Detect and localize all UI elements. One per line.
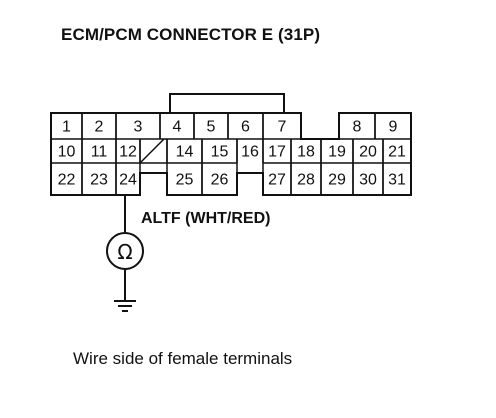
terminal-number: 12: [119, 144, 137, 161]
terminal-number: 17: [268, 144, 286, 161]
ohmmeter-icon: Ω: [106, 232, 144, 270]
terminal-number: 26: [211, 172, 229, 189]
terminal-number: 14: [176, 144, 194, 161]
terminal-grid: [50, 113, 412, 195]
connector-lock-tab: [169, 93, 285, 113]
terminal-number: 20: [359, 144, 377, 161]
terminal-number: 18: [297, 144, 315, 161]
terminal-number: 27: [268, 172, 286, 189]
terminal-number: 9: [389, 119, 398, 136]
connector-title: ECM/PCM CONNECTOR E (31P): [61, 25, 321, 44]
terminal-number: 23: [90, 172, 108, 189]
ground-icon: [114, 300, 136, 312]
terminal-number: 29: [328, 172, 346, 189]
terminal-number: 10: [58, 144, 76, 161]
terminal-number: 30: [359, 172, 377, 189]
wire-label: ALTF (WHT/RED): [141, 210, 271, 227]
terminal-number: 3: [134, 119, 143, 136]
terminal-number: 19: [328, 144, 346, 161]
terminal-number: 6: [241, 119, 250, 136]
terminal-number: 16: [241, 144, 259, 161]
terminal-number: 31: [388, 172, 406, 189]
terminal-number: 4: [173, 119, 182, 136]
terminal-number: 2: [95, 119, 104, 136]
terminal-number: 28: [297, 172, 315, 189]
terminal-number: 5: [207, 119, 216, 136]
terminal-number: 22: [58, 172, 76, 189]
terminal-number: 1: [62, 119, 71, 136]
blank-cavity-mark: [139, 138, 165, 164]
terminal-number: 24: [119, 172, 137, 189]
terminal-number: 8: [353, 119, 362, 136]
terminal-number: 25: [176, 172, 194, 189]
diagram-caption: Wire side of female terminals: [73, 349, 293, 368]
terminal-number: 21: [388, 144, 406, 161]
terminal-number: 15: [211, 144, 229, 161]
ohmmeter-symbol: Ω: [117, 240, 132, 264]
terminal-number: 7: [278, 119, 287, 136]
terminal-number: 11: [91, 144, 108, 161]
